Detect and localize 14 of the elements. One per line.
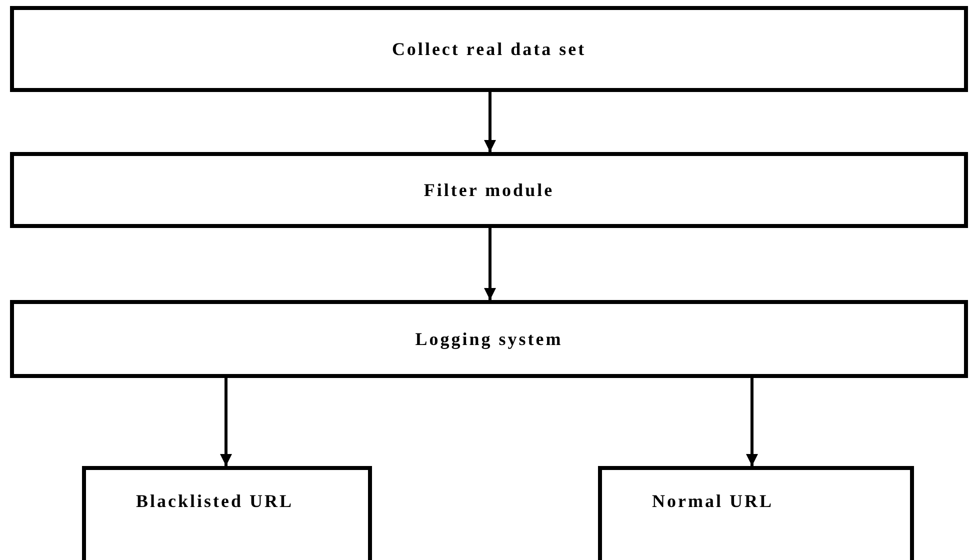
box-label: Collect real data set (392, 38, 586, 60)
box-label: Blacklisted URL (136, 490, 295, 513)
arrow (484, 228, 496, 300)
arrow (746, 378, 758, 466)
process-box (10, 300, 968, 378)
arrow (220, 378, 232, 466)
process-box (82, 466, 372, 560)
box-label: Logging system (415, 328, 563, 350)
process-box (10, 6, 968, 92)
box-label: Normal URL (652, 490, 774, 513)
arrow (484, 92, 496, 152)
box-label: Filter module (424, 180, 554, 200)
process-box (10, 152, 968, 228)
process-box (598, 466, 914, 560)
